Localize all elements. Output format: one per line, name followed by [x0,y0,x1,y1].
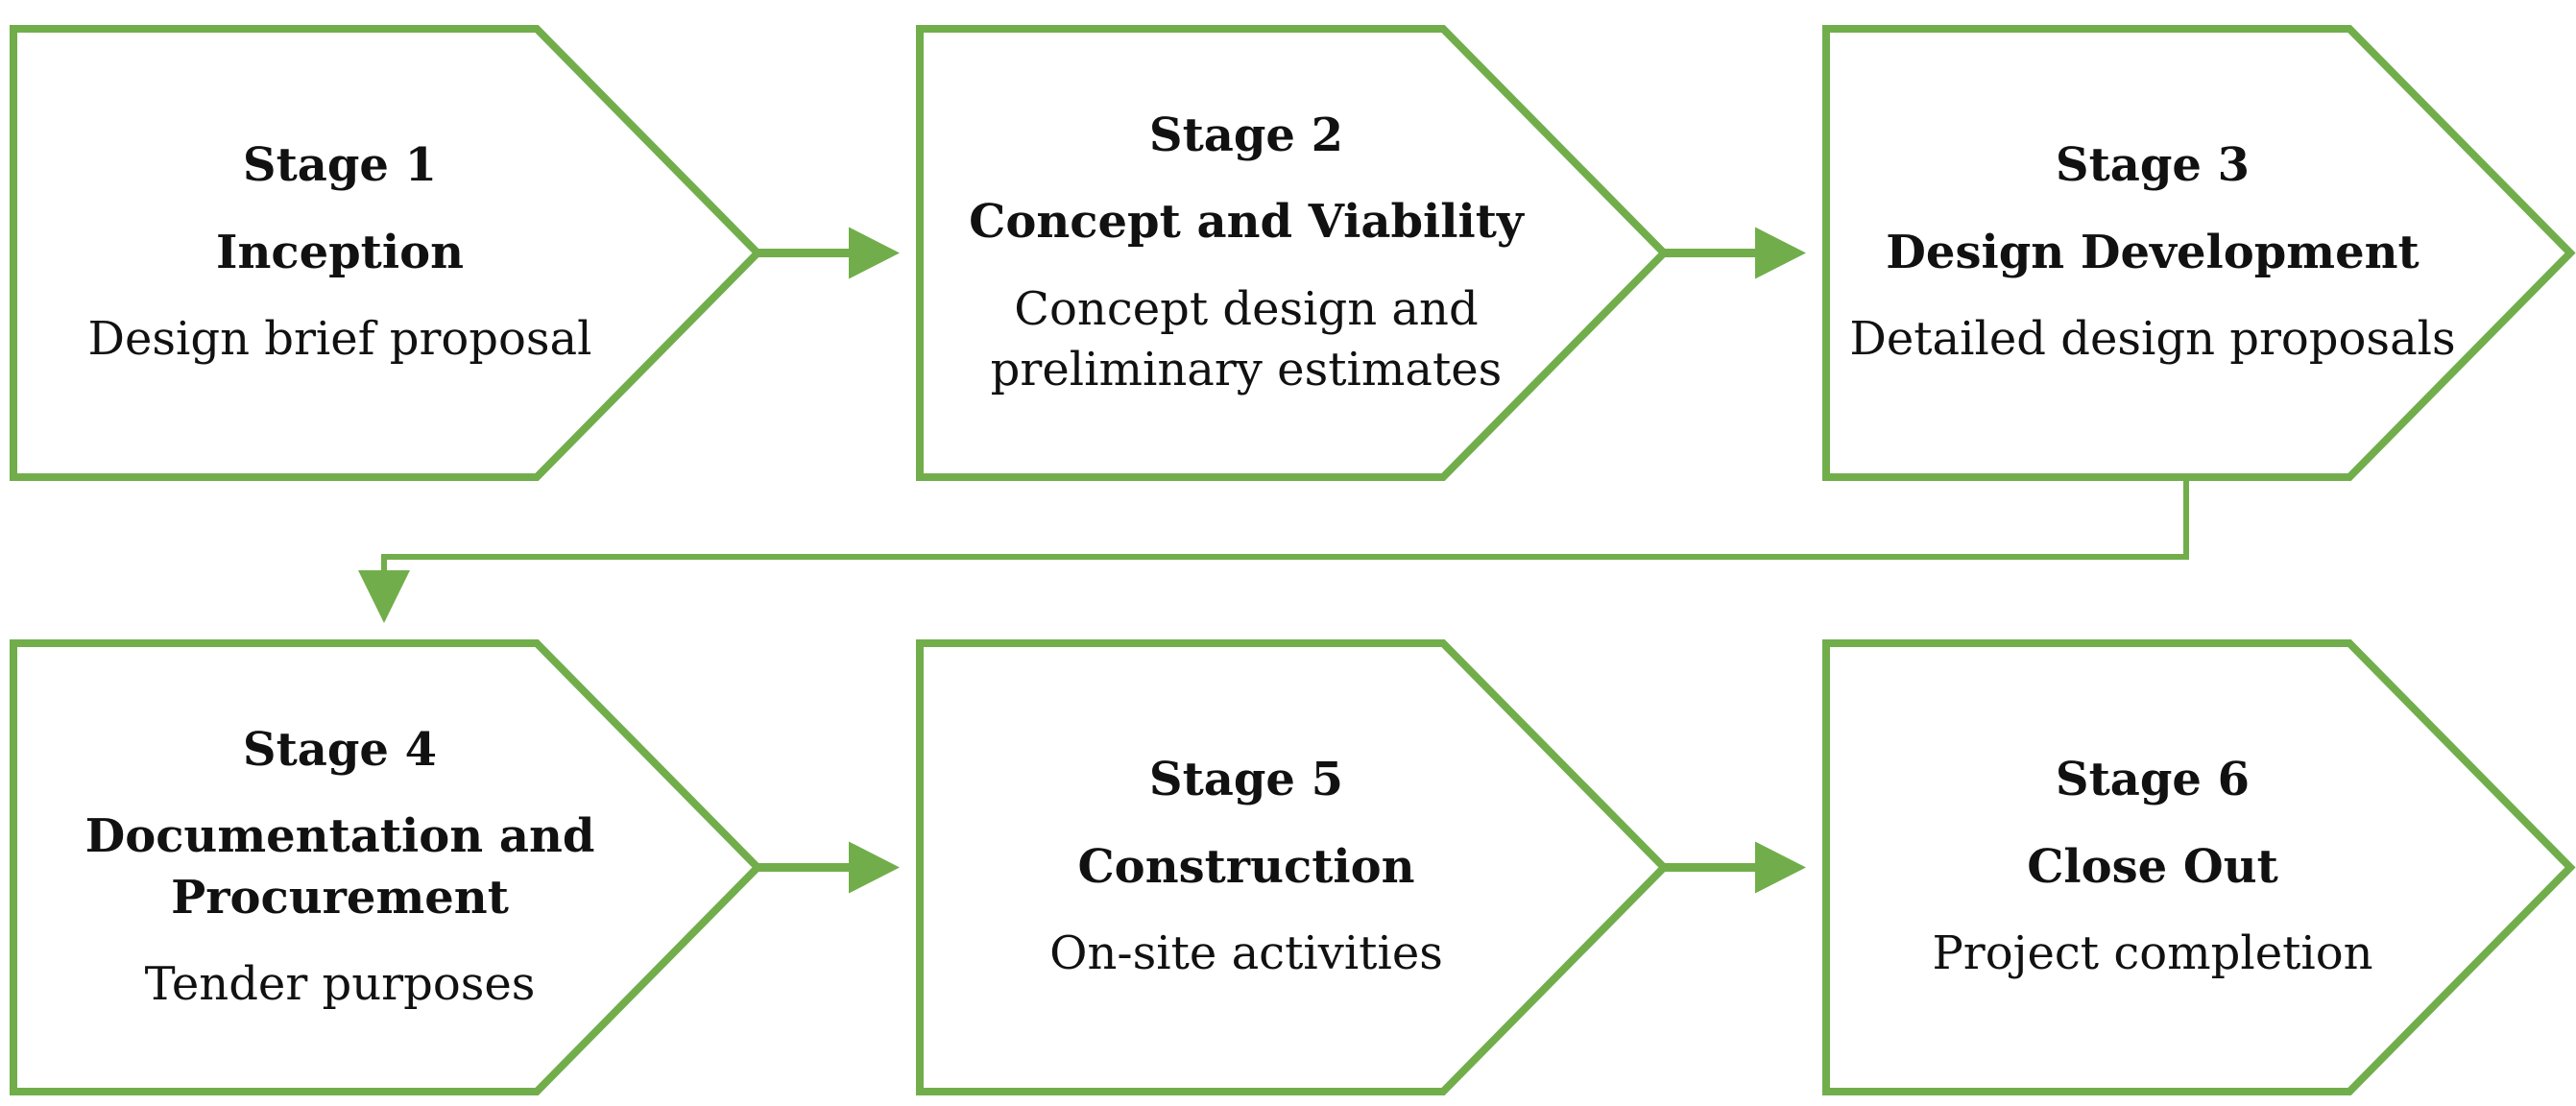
arrow-right-icon-stage4-stage5 [758,841,900,894]
arrow-down-icon-stage3-stage4 [358,570,410,623]
stage-4-shape [10,639,763,1095]
stage-5-shape [916,639,1670,1095]
stage-3-shape [1822,25,2576,481]
arrow-right-icon-stage5-stage6 [1664,841,1806,894]
stage-2-shape [916,25,1670,481]
arrow-right-icon-stage2-stage3 [1664,227,1806,279]
connector-elbow-stage3-stage4 [358,477,2189,623]
arrow-right-icon-stage1-stage2 [758,227,900,279]
stage-6-shape [1822,639,2576,1095]
stage-1-shape [10,25,763,481]
